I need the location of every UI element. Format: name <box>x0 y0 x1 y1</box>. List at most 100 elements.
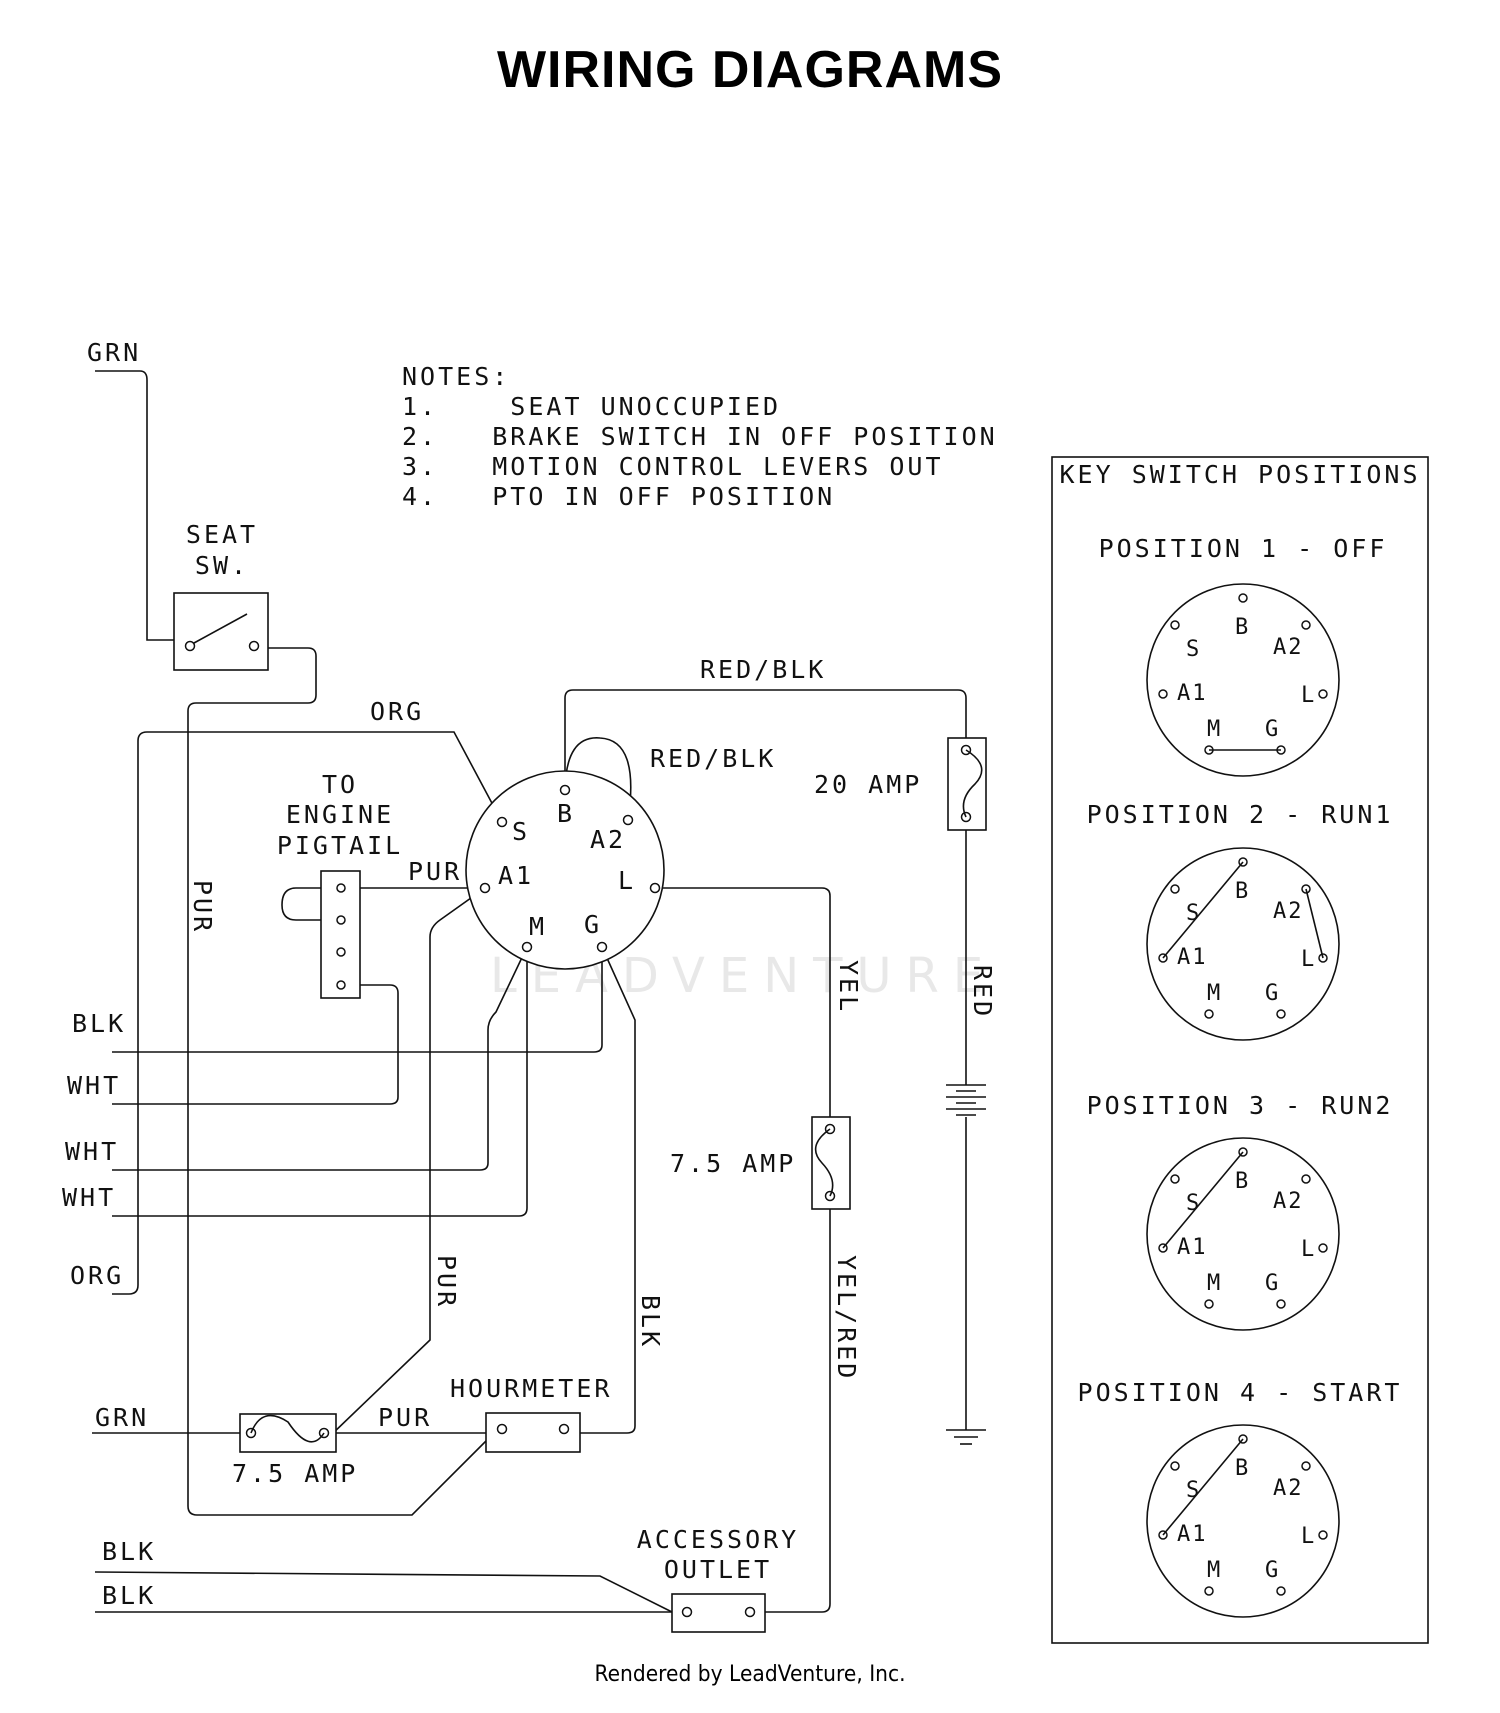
terminal-dot <box>1276 1586 1286 1596</box>
fuse-7-5-amp-bottom: 7.5 AMP <box>232 1413 358 1488</box>
pigtail-label-3: PIGTAIL <box>277 831 403 860</box>
wire-grn-top <box>95 370 190 641</box>
label-red-blk-jumper: RED/BLK <box>650 744 776 773</box>
battery <box>946 1084 986 1116</box>
terminal-label: L <box>1301 947 1316 972</box>
fuse-7-5-amp-right: 7.5 AMP <box>670 1116 851 1210</box>
terminal-label: B <box>1235 615 1250 640</box>
terminal-dot <box>1301 1461 1311 1471</box>
pigtail-label-1: TO <box>322 770 358 799</box>
wire-red-blk-top <box>564 689 967 790</box>
terminal-label: A2 <box>1273 1189 1304 1214</box>
terminal-label: M <box>1207 1558 1222 1583</box>
label-grn-top: GRN <box>87 338 141 367</box>
wire-blk-left <box>112 947 603 1053</box>
ign-terminal-s: S <box>512 817 530 846</box>
terminal-label: L <box>1301 1237 1316 1262</box>
jumper-line <box>1162 1438 1244 1536</box>
terminal-label: L <box>1301 1524 1316 1549</box>
notes-block: NOTES: 1. SEAT UNOCCUPIED 2. BRAKE SWITC… <box>402 362 995 511</box>
terminal-label: B <box>1235 879 1250 904</box>
wire-labels: GRN ORG RED/BLK RED/BLK PUR PUR BLK WHT … <box>62 338 997 1610</box>
terminal-dot <box>1204 1586 1214 1596</box>
pigtail-label-2: ENGINE <box>286 800 394 829</box>
terminal-label: B <box>1235 1169 1250 1194</box>
hourmeter: HOURMETER <box>450 1374 612 1453</box>
key-switch-panel: KEY SWITCH POSITIONS POSITION 1 - OFF SB… <box>1051 456 1429 1644</box>
terminal-dot <box>1170 1461 1180 1471</box>
terminal-dot <box>1276 1009 1286 1019</box>
note-3: 3. MOTION CONTROL LEVERS OUT <box>402 452 944 481</box>
label-yel: YEL <box>834 960 863 1014</box>
jumper-line <box>1162 861 1244 959</box>
terminal-label: M <box>1207 1271 1222 1296</box>
seat-switch-box <box>173 592 269 671</box>
position-4-label: POSITION 4 - START <box>1078 1378 1403 1407</box>
label-grn-bottom: GRN <box>95 1403 149 1432</box>
terminal-label: S <box>1186 637 1201 662</box>
key-switch-body <box>1146 1137 1340 1331</box>
key-switch-heading: KEY SWITCH POSITIONS <box>1059 460 1420 489</box>
label-wht-3: WHT <box>62 1183 116 1212</box>
terminal-label: A1 <box>1177 1235 1208 1260</box>
outlet-label-1: ACCESSORY <box>637 1525 799 1554</box>
position-2-label: POSITION 2 - RUN1 <box>1087 800 1394 829</box>
terminal-label: M <box>1207 717 1222 742</box>
fuse-7-5-bottom-label: 7.5 AMP <box>232 1459 358 1488</box>
ign-terminal-g: G <box>584 910 602 939</box>
wire-org-loop <box>112 731 503 1295</box>
page-title: WIRING DIAGRAMS <box>496 41 1004 99</box>
label-blk-mid: BLK <box>636 1295 665 1349</box>
terminal-label: S <box>1186 1191 1201 1216</box>
ignition-switch-body <box>465 770 665 970</box>
jumper-line <box>1305 888 1324 959</box>
wire-wht-3 <box>112 947 528 1217</box>
terminal-label: G <box>1265 1558 1280 1583</box>
terminal-label: G <box>1265 717 1280 742</box>
key-switch-body <box>1146 847 1340 1041</box>
label-pur-pigtail: PUR <box>408 857 462 886</box>
pigtail-loop <box>281 887 323 921</box>
label-org-top: ORG <box>370 697 424 726</box>
wire-yel <box>660 887 831 1123</box>
wire-red-blk-jumper <box>564 737 632 821</box>
terminal-dot <box>1170 1174 1180 1184</box>
note-4: 4. PTO IN OFF POSITION <box>402 482 835 511</box>
label-wht-1: WHT <box>67 1071 121 1100</box>
ign-terminal-m: M <box>529 912 547 941</box>
seat-switch-label-2: SW. <box>195 551 249 580</box>
terminal-label: A1 <box>1177 945 1208 970</box>
terminal-label: G <box>1265 1271 1280 1296</box>
key-switch-body <box>1146 1424 1340 1618</box>
fuse-20-label: 20 AMP <box>814 770 922 799</box>
terminal-dot <box>1318 1530 1328 1540</box>
terminal-label: S <box>1186 901 1201 926</box>
ignition-switch: S B A2 A1 L M G <box>465 770 665 970</box>
position-3-label: POSITION 3 - RUN2 <box>1087 1091 1394 1120</box>
fuse-7-5-right-label: 7.5 AMP <box>670 1149 796 1178</box>
terminal-label: L <box>1301 683 1316 708</box>
wire-blk-bottom-1 <box>94 1571 673 1613</box>
note-1: 1. SEAT UNOCCUPIED <box>402 392 781 421</box>
terminal-dot <box>1301 1174 1311 1184</box>
terminal-dot <box>1204 1009 1214 1019</box>
terminal-label: A2 <box>1273 635 1304 660</box>
hourmeter-label: HOURMETER <box>450 1374 612 1403</box>
terminal-dot <box>1170 620 1180 630</box>
label-blk-left: BLK <box>72 1009 126 1038</box>
label-red-blk-top: RED/BLK <box>700 655 826 684</box>
label-blk-bottom-1: BLK <box>102 1537 156 1566</box>
seat-switch-label-1: SEAT <box>186 520 258 549</box>
wire-blk-mid <box>580 946 636 1434</box>
terminal-dot <box>1204 1299 1214 1309</box>
ign-terminal-l: L <box>618 866 636 895</box>
terminal-dot <box>1301 620 1311 630</box>
ground-symbol <box>946 1429 986 1445</box>
terminal-label: A2 <box>1273 1476 1304 1501</box>
jumper-line <box>1162 1151 1244 1249</box>
